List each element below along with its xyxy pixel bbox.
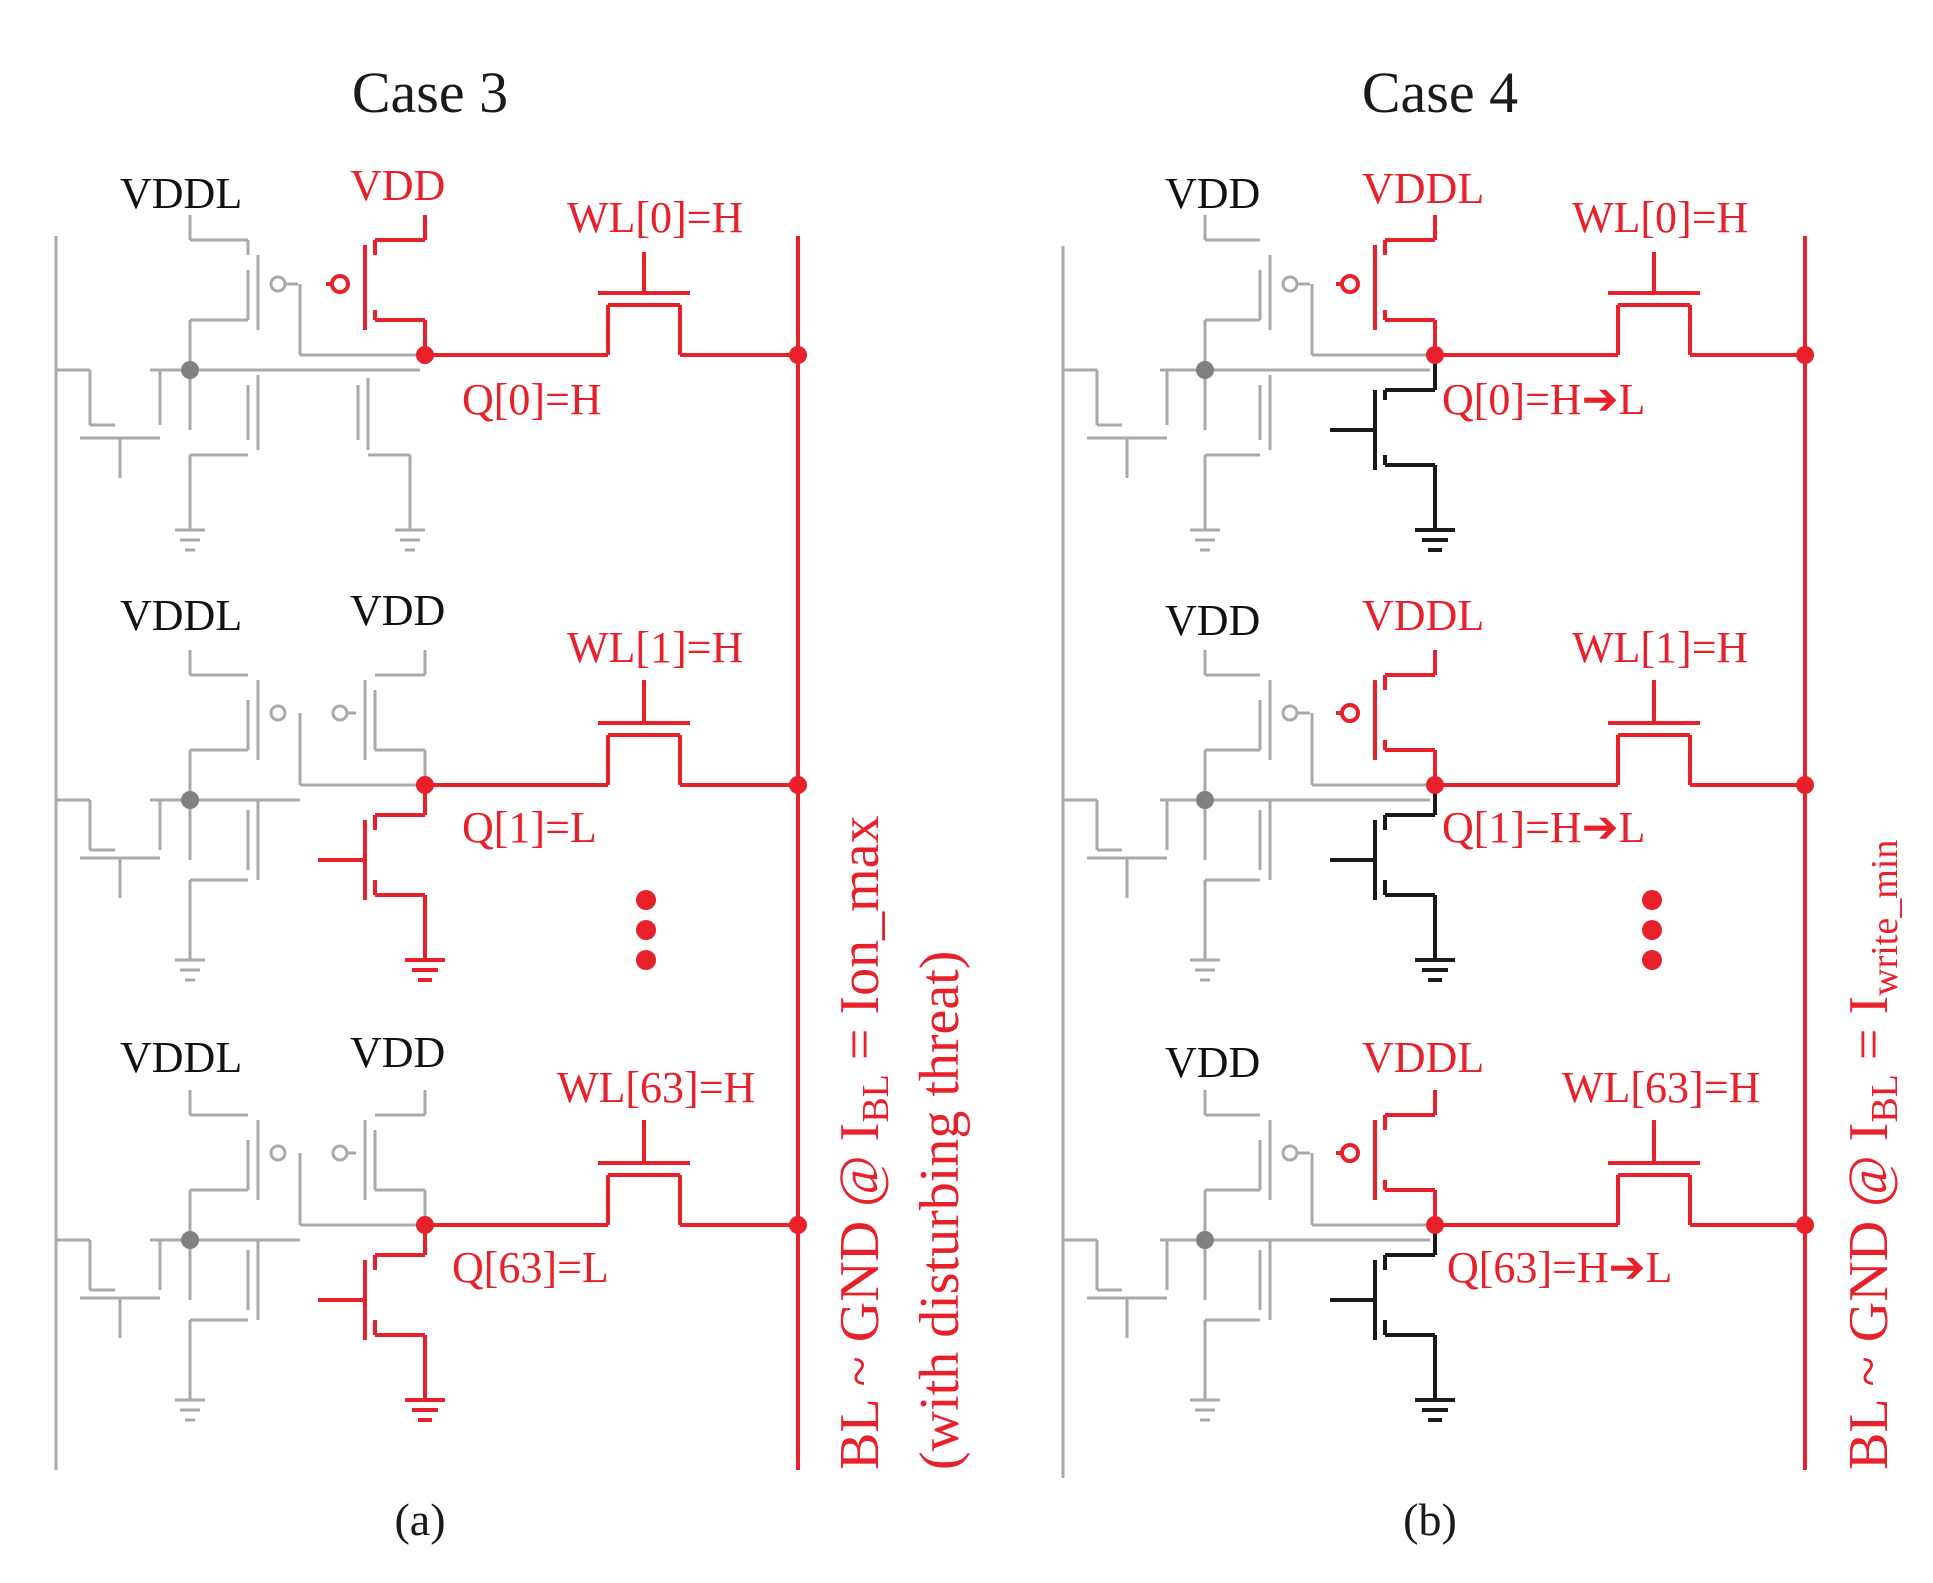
storage-node-dot	[1196, 791, 1214, 809]
bl-node-dot	[1796, 1216, 1814, 1234]
gray-cell-1	[56, 650, 427, 982]
ellipsis-dots	[636, 890, 656, 970]
pulldown-active-1	[318, 680, 798, 982]
panel-title: Case 3	[352, 60, 508, 125]
gray-cell	[56, 215, 425, 552]
sram-row-0	[56, 215, 425, 552]
right-supply-label: VDDL	[1362, 1033, 1484, 1082]
right-supply-label: VDD	[350, 1028, 445, 1077]
gray-cell-63	[56, 1090, 427, 1422]
q-node-dot	[1426, 776, 1444, 794]
bitline-condition-label: BL ~ GND @ IBL = Iwrite_min	[1838, 840, 1906, 1470]
bl-label-subscript-2: write_min	[1864, 840, 1906, 996]
panel-case-3: Case 3	[54, 60, 971, 1545]
bl-label-subscript: BL	[855, 1074, 897, 1123]
panel-caption: (a)	[394, 1494, 445, 1545]
sram-row-1	[1063, 650, 1814, 982]
right-supply-label: VDDL	[1362, 591, 1484, 640]
storage-node-dot	[181, 791, 199, 809]
left-supply-label: VDD	[1165, 596, 1260, 645]
wordline-label: WL[1]=H	[1572, 623, 1748, 672]
panel-title: Case 4	[1362, 60, 1518, 125]
sram-row-63	[1063, 1090, 1814, 1422]
left-supply-label: VDD	[1165, 1038, 1260, 1087]
sram-row-0	[1063, 215, 1814, 552]
q-node-dot	[416, 1216, 434, 1234]
q-label: Q[1]=H➔L	[1442, 803, 1645, 852]
q-label: Q[63]=H➔L	[1447, 1243, 1672, 1292]
bitline-condition-note: (with disturbing threat)	[909, 951, 971, 1470]
bl-node-dot	[1796, 776, 1814, 794]
pulldown-dark	[1330, 785, 1455, 982]
bl-node-dot	[789, 1216, 807, 1234]
right-supply-label: VDD	[350, 586, 445, 635]
wordline-label: WL[0]=H	[567, 193, 743, 242]
storage-node-dot	[181, 361, 199, 379]
q-label: Q[1]=L	[462, 803, 597, 852]
pulldown-active-63	[318, 1120, 798, 1422]
q-label: Q[63]=L	[452, 1243, 609, 1292]
q-node-dot	[416, 346, 434, 364]
storage-node-dot	[1196, 1231, 1214, 1249]
bl-label-prefix: BL ~ GND @ I	[1838, 1123, 1900, 1470]
gray-cell	[1063, 215, 1430, 552]
panel-case-4: Case 4	[1061, 60, 1906, 1545]
wordline-label: WL[63]=H	[557, 1063, 755, 1112]
bl-label-subscript: BL	[1864, 1074, 1906, 1123]
panel-caption: (b)	[1403, 1494, 1457, 1545]
bl-node-dot	[789, 776, 807, 794]
pulldown-dark	[1330, 1225, 1455, 1422]
bl-label-suffix: = Ion_max	[829, 815, 891, 1074]
q-label: Q[0]=H	[462, 375, 602, 424]
left-supply-label: VDDL	[120, 591, 242, 640]
right-supply-label: VDDL	[1362, 164, 1484, 213]
bl-label-prefix: BL ~ GND @ I	[829, 1123, 891, 1470]
right-supply-label: VDD	[350, 161, 445, 210]
ellipsis-dots	[1642, 890, 1662, 970]
wordline-label: WL[63]=H	[1562, 1063, 1760, 1112]
left-supply-label: VDDL	[120, 169, 242, 218]
storage-node-dot	[181, 1231, 199, 1249]
q-node-dot	[416, 776, 434, 794]
q-label: Q[0]=H➔L	[1442, 375, 1645, 424]
wordline-label: WL[1]=H	[567, 623, 743, 672]
pulldown-dark	[1330, 355, 1455, 552]
pullup-active	[1336, 650, 1805, 787]
left-supply-label: VDDL	[120, 1033, 242, 1082]
bl-label-suffix: = I	[1838, 996, 1900, 1074]
storage-node-dot	[1196, 361, 1214, 379]
bl-node-dot	[1796, 346, 1814, 364]
q-node-dot	[1426, 1216, 1444, 1234]
wordline-label: WL[0]=H	[1572, 193, 1748, 242]
left-supply-label: VDD	[1165, 169, 1260, 218]
q-node-dot	[1426, 346, 1444, 364]
bitline-condition-label: BL ~ GND @ IBL = Ion_max	[829, 815, 897, 1470]
bl-node-dot	[789, 346, 807, 364]
